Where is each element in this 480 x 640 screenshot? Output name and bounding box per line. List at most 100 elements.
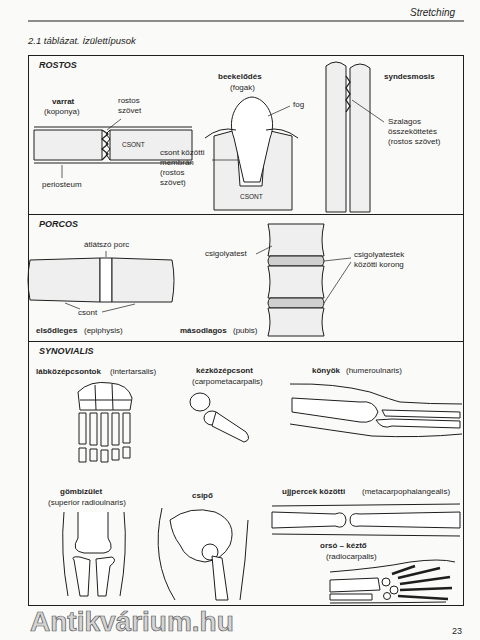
suture-drawing-part — [34, 130, 102, 160]
wrist-drawing — [330, 560, 455, 603]
joint-example: (koponya) — [44, 107, 80, 117]
leader-lines-part — [352, 100, 384, 122]
joint-name: könyök — [312, 366, 340, 376]
joint-drawing-part — [96, 557, 115, 596]
band-heading: SYNOVIALIS — [29, 342, 463, 357]
part-label: rostos szövet — [118, 96, 152, 116]
joint-name: kézközépcsont — [196, 366, 253, 376]
leader-lines-part — [106, 251, 107, 257]
joint-example: (intertarsalis) — [110, 367, 156, 377]
hip-drawing-part — [158, 508, 248, 600]
elbow-drawing-part — [376, 419, 460, 428]
tooth-drawing-part — [205, 129, 236, 138]
joint-name: csípő — [192, 491, 213, 501]
joint-drawing — [63, 512, 126, 596]
band-heading: ROSTOS — [29, 56, 463, 71]
part-label: CSONT — [122, 141, 145, 149]
finger-joint-drawing-part — [272, 504, 460, 536]
vertebra-drawing-part — [268, 308, 324, 336]
vertebra-drawing-part — [268, 298, 324, 308]
leader-lines — [62, 119, 121, 178]
joint-name: orsó – kéztő — [320, 541, 367, 551]
wrist-drawing-part — [384, 593, 391, 600]
joint-name: elsődleges — [36, 326, 77, 336]
joint-example: (fogak) — [230, 83, 255, 93]
wrist-drawing-part — [330, 578, 380, 592]
joint-name: gömbizület — [60, 487, 102, 497]
joint-name: lábközépcsontok — [36, 367, 101, 377]
band-heading: PORCOS — [29, 215, 463, 230]
joint-drawing-part — [63, 512, 126, 596]
page-number: 23 — [452, 626, 462, 637]
leader-lines-part — [268, 106, 290, 116]
finger-joint-drawing-part — [350, 512, 460, 528]
elbow-drawing-part — [292, 398, 378, 422]
joint-example: (humeroulnaris) — [346, 366, 402, 376]
cartilage-joint-drawing-part — [28, 258, 100, 302]
cartilage-joint-drawing — [28, 258, 174, 302]
leader-lines-part — [324, 262, 351, 303]
tooth-drawing — [205, 97, 298, 210]
watermark: Antikvárium.hu — [30, 607, 234, 637]
joint-example: (pubis) — [233, 326, 257, 336]
leader-lines — [65, 251, 135, 312]
part-label: csont közötti membrán (rostos szövet) — [160, 148, 210, 188]
leader-lines — [212, 106, 290, 160]
foot-drawing — [78, 382, 132, 462]
joint-name: varrat — [52, 97, 74, 107]
tooth-drawing-part — [231, 97, 272, 182]
syndesmosis-drawing — [326, 62, 370, 212]
syndesmosis-drawing-part — [326, 62, 346, 212]
leader-lines-part — [65, 303, 80, 309]
foot-drawing-part — [78, 382, 132, 410]
finger-joint-drawing-part — [272, 512, 346, 528]
joint-drawing-part — [75, 512, 111, 553]
part-label: átlátszó porc — [84, 240, 129, 250]
vertebra-drawing-part — [268, 224, 324, 256]
joint-name: syndesmosis — [384, 72, 435, 82]
cartilage-joint-drawing-part — [112, 258, 174, 302]
joint-example: (metacarpophalangealis) — [362, 487, 450, 497]
header-rule — [28, 21, 464, 22]
wrist-drawing-part — [330, 560, 455, 603]
wrist-drawing-part — [330, 594, 372, 600]
hip-drawing-part — [212, 556, 228, 600]
foot-drawing-part — [79, 413, 130, 446]
joint-example: (superior radioulnaris) — [48, 498, 126, 508]
running-head: Stretching — [410, 6, 455, 19]
part-label: csigolyatest — [205, 249, 247, 259]
table-title: 2.1 táblázat. Ízülettípusok — [28, 35, 136, 47]
foot-drawing-part — [79, 447, 130, 462]
part-label: csont — [78, 308, 97, 318]
vertebra-drawing — [268, 224, 324, 336]
elbow-drawing — [290, 384, 462, 437]
syndesmosis-drawing-part — [346, 76, 350, 112]
vertebra-drawing-part — [268, 256, 324, 266]
leader-lines-part — [212, 160, 238, 161]
leader-lines-part — [107, 119, 121, 130]
part-label: Szalagos összeköttetés (rostos szövet) — [388, 117, 460, 147]
leader-lines-part — [256, 246, 272, 254]
suture-drawing — [34, 127, 192, 163]
hip-drawing — [158, 508, 248, 600]
part-label: fog — [293, 100, 304, 110]
part-label: CSONT — [240, 193, 263, 201]
joint-example: (epiphysis) — [84, 326, 123, 336]
leader-lines — [352, 100, 384, 122]
wrist-drawing-part — [390, 586, 398, 594]
leader-lines — [256, 246, 351, 303]
joint-example: (carpometacarpalis) — [192, 377, 263, 387]
cartilage-joint-drawing-part — [100, 258, 112, 302]
syndesmosis-drawing-part — [350, 64, 370, 212]
hand-bones-drawing-part — [212, 412, 249, 442]
joint-name: beekelődés — [218, 72, 262, 82]
part-label: csigolyatestek közötti korong — [354, 250, 428, 270]
joint-name: ujjpercek közötti — [282, 487, 345, 497]
header-rule-part — [28, 21, 464, 22]
leader-lines-part — [324, 258, 351, 261]
hand-bones-drawing-part — [190, 393, 210, 411]
finger-joint-drawing — [272, 504, 460, 536]
hand-bones-drawing — [190, 393, 249, 442]
